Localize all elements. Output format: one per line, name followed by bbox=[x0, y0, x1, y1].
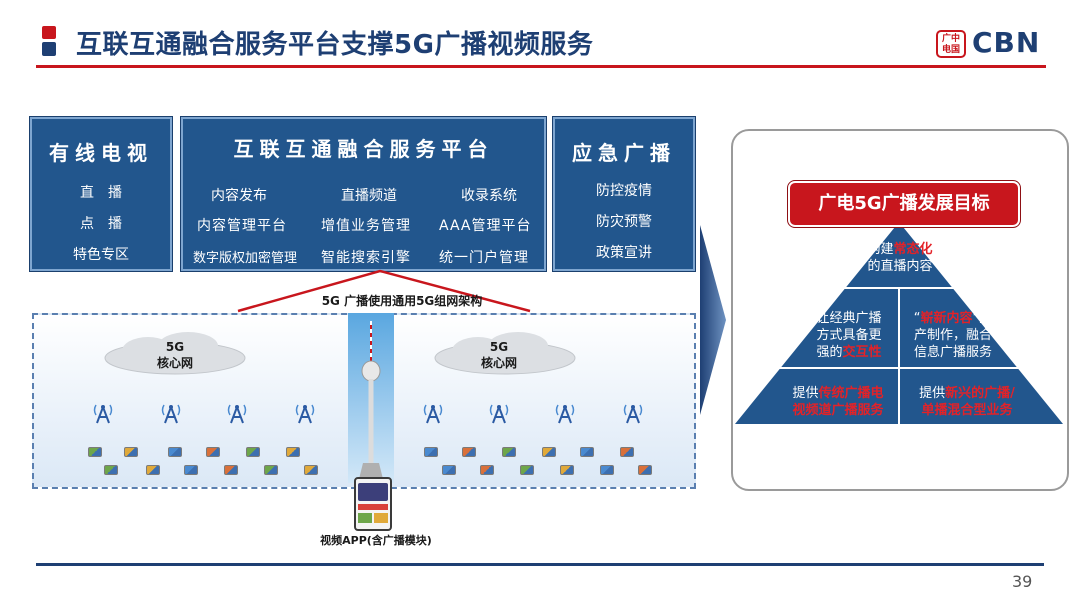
cable-tv-title: 有线电视 bbox=[49, 141, 153, 165]
broadcast-tower-icon bbox=[348, 313, 394, 483]
platform-item: 内容发布 bbox=[211, 188, 267, 204]
user-device-icon bbox=[146, 465, 160, 475]
goals-pyramid bbox=[735, 222, 1063, 424]
user-device-icon bbox=[184, 465, 198, 475]
platform-box: 互联互通融合服务平台 内容发布 直播频道 收录系统 内容管理平台 增值业务管理 … bbox=[180, 116, 547, 272]
emergency-item: 防灾预警 bbox=[596, 214, 652, 230]
goal-highlight: 传统广播电 视频道广播服务 bbox=[792, 386, 884, 418]
logo-text: CBN bbox=[972, 26, 1041, 59]
platform-item: 统一门户管理 bbox=[439, 250, 529, 266]
goal-highlight: 崭新内容 bbox=[920, 311, 973, 326]
platform-title: 互联互通融合服务平台 bbox=[233, 137, 494, 161]
core-network-left-label: 5G 核心网 bbox=[140, 339, 210, 371]
emergency-item: 防控疫情 bbox=[596, 183, 652, 199]
platform-item: 数字版权加密管理 bbox=[193, 251, 298, 266]
platform-item: 直播频道 bbox=[341, 188, 397, 204]
goal-text: 提供 bbox=[919, 386, 946, 401]
platform-item: 收录系统 bbox=[461, 188, 517, 204]
user-device-icon bbox=[304, 465, 318, 475]
page-number: 39 bbox=[1012, 572, 1033, 591]
user-device-icon bbox=[442, 465, 456, 475]
video-app-label: 视频APP(含广播模块) bbox=[320, 534, 432, 547]
goal-text: 构建 bbox=[867, 242, 894, 257]
emergency-broadcast-box: 应急广播 防控疫情 防灾预警 政策宣讲 bbox=[552, 116, 696, 272]
platform-item: 智能搜索引擎 bbox=[321, 250, 411, 266]
title-marker-icon bbox=[42, 26, 56, 56]
user-device-icon bbox=[560, 465, 574, 475]
user-device-icon bbox=[88, 447, 102, 457]
goal-highlight: 新兴的广播/ 单播混合型业务 bbox=[921, 386, 1015, 418]
base-station-antenna-icon bbox=[420, 401, 446, 425]
emergency-item: 政策宣讲 bbox=[596, 245, 652, 261]
page-title: 互联互通融合服务平台支撑5G广播视频服务 bbox=[76, 30, 594, 60]
cbn-seal-icon: 广中电国 bbox=[936, 30, 966, 58]
user-device-icon bbox=[620, 447, 634, 457]
base-station-antenna-icon bbox=[620, 401, 646, 425]
user-device-icon bbox=[206, 447, 220, 457]
goal-highlight: 常态化 bbox=[893, 242, 933, 257]
user-device-icon bbox=[224, 465, 238, 475]
arrow-right-icon bbox=[700, 225, 726, 415]
header-divider bbox=[36, 65, 1046, 68]
architecture-label: 5G 广播使用通用5G组网架构 bbox=[321, 294, 483, 308]
core-right-text: 5G 核心网 bbox=[480, 340, 517, 370]
base-station-antenna-icon bbox=[292, 401, 318, 425]
user-device-icon bbox=[638, 465, 652, 475]
core-network-cloud-icon bbox=[104, 332, 246, 375]
goal-tier-3-left: 提供传统广播电 视频道广播服务 bbox=[778, 385, 898, 419]
user-device-icon bbox=[502, 447, 516, 457]
base-station-antenna-icon bbox=[90, 401, 116, 425]
goal-tier-2-left: 让经典广播 方式具备更 强的交互性 bbox=[800, 310, 898, 361]
core-network-cloud-icon bbox=[434, 332, 576, 375]
platform-item: AAA管理平台 bbox=[439, 218, 532, 234]
user-device-icon bbox=[480, 465, 494, 475]
cable-tv-item: 特色专区 bbox=[73, 247, 129, 263]
goal-text: 让经典广播 方式具备更 强的 bbox=[816, 311, 882, 360]
cbn-logo: 广中电国 CBN bbox=[936, 26, 1046, 60]
user-device-icon bbox=[462, 447, 476, 457]
goal-text: 的直播内容 bbox=[867, 259, 933, 274]
base-station-antenna-icon bbox=[552, 401, 578, 425]
goals-title: 广电5G广播发展目标 bbox=[787, 180, 1021, 228]
platform-item: 增值业务管理 bbox=[321, 218, 411, 234]
goal-tier-3-right: 提供新兴的广播/ 单播混合型业务 bbox=[902, 385, 1032, 419]
user-device-icon bbox=[124, 447, 138, 457]
emergency-title: 应急广播 bbox=[572, 141, 676, 165]
footer-divider bbox=[36, 563, 1044, 566]
base-station-antenna-icon bbox=[158, 401, 184, 425]
user-device-icon bbox=[246, 447, 260, 457]
goal-text: ”生 产制作，融合 信息广播服务 bbox=[913, 311, 993, 360]
core-network-right-label: 5G 核心网 bbox=[464, 339, 534, 371]
cable-tv-item: 点 播 bbox=[80, 216, 122, 232]
user-device-icon bbox=[286, 447, 300, 457]
connector-roof bbox=[237, 269, 531, 313]
base-station-antenna-icon bbox=[224, 401, 250, 425]
user-device-icon bbox=[168, 447, 182, 457]
user-device-icon bbox=[104, 465, 118, 475]
user-device-icon bbox=[542, 447, 556, 457]
cable-tv-item: 直 播 bbox=[80, 185, 122, 201]
user-device-icon bbox=[580, 447, 594, 457]
goal-tier-1: 构建常态化 的直播内容 bbox=[845, 241, 955, 275]
cable-tv-box: 有线电视 直 播 点 播 特色专区 bbox=[29, 116, 173, 272]
platform-item: 内容管理平台 bbox=[197, 218, 287, 234]
goal-text: 提供 bbox=[792, 386, 819, 401]
user-device-icon bbox=[424, 447, 438, 457]
base-station-antenna-icon bbox=[486, 401, 512, 425]
goal-tier-2-right: “崭新内容”生 产制作，融合 信息广播服务 bbox=[913, 311, 993, 360]
goal-highlight: 交互性 bbox=[842, 345, 882, 360]
user-device-icon bbox=[520, 465, 534, 475]
user-device-icon bbox=[264, 465, 278, 475]
core-left-text: 5G 核心网 bbox=[156, 340, 193, 370]
user-device-icon bbox=[600, 465, 614, 475]
video-app-phone-icon bbox=[354, 477, 392, 531]
